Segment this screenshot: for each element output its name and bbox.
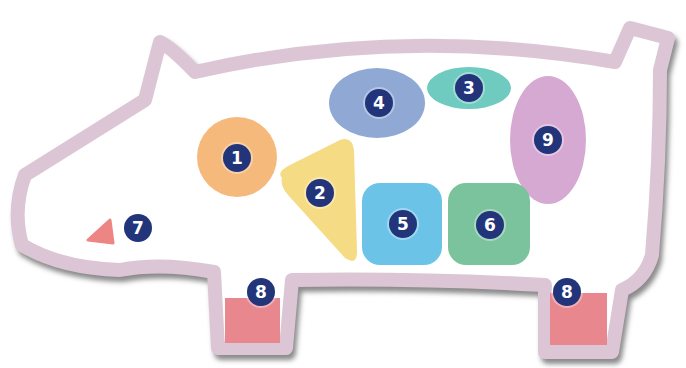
cut-region [510, 76, 586, 204]
callout-number: 9 [534, 126, 562, 154]
cut-region [88, 220, 113, 243]
callout-number: 8 [553, 278, 581, 306]
cut-region [427, 67, 511, 109]
cut-region [448, 183, 530, 265]
cut-region [225, 298, 280, 343]
callout-number: 7 [124, 214, 152, 242]
cut-region [280, 139, 357, 261]
cut-region [362, 183, 442, 265]
pig-outline [18, 28, 668, 352]
callout-number: 1 [223, 144, 251, 172]
callout-number: 5 [389, 210, 417, 238]
callout-number: 6 [476, 211, 504, 239]
callout-number: 4 [365, 89, 393, 117]
callout-number: 2 [306, 179, 334, 207]
cut-region [197, 117, 277, 197]
callout-number: 8 [247, 278, 275, 306]
cut-region [329, 68, 425, 138]
callout-number: 3 [455, 74, 483, 102]
